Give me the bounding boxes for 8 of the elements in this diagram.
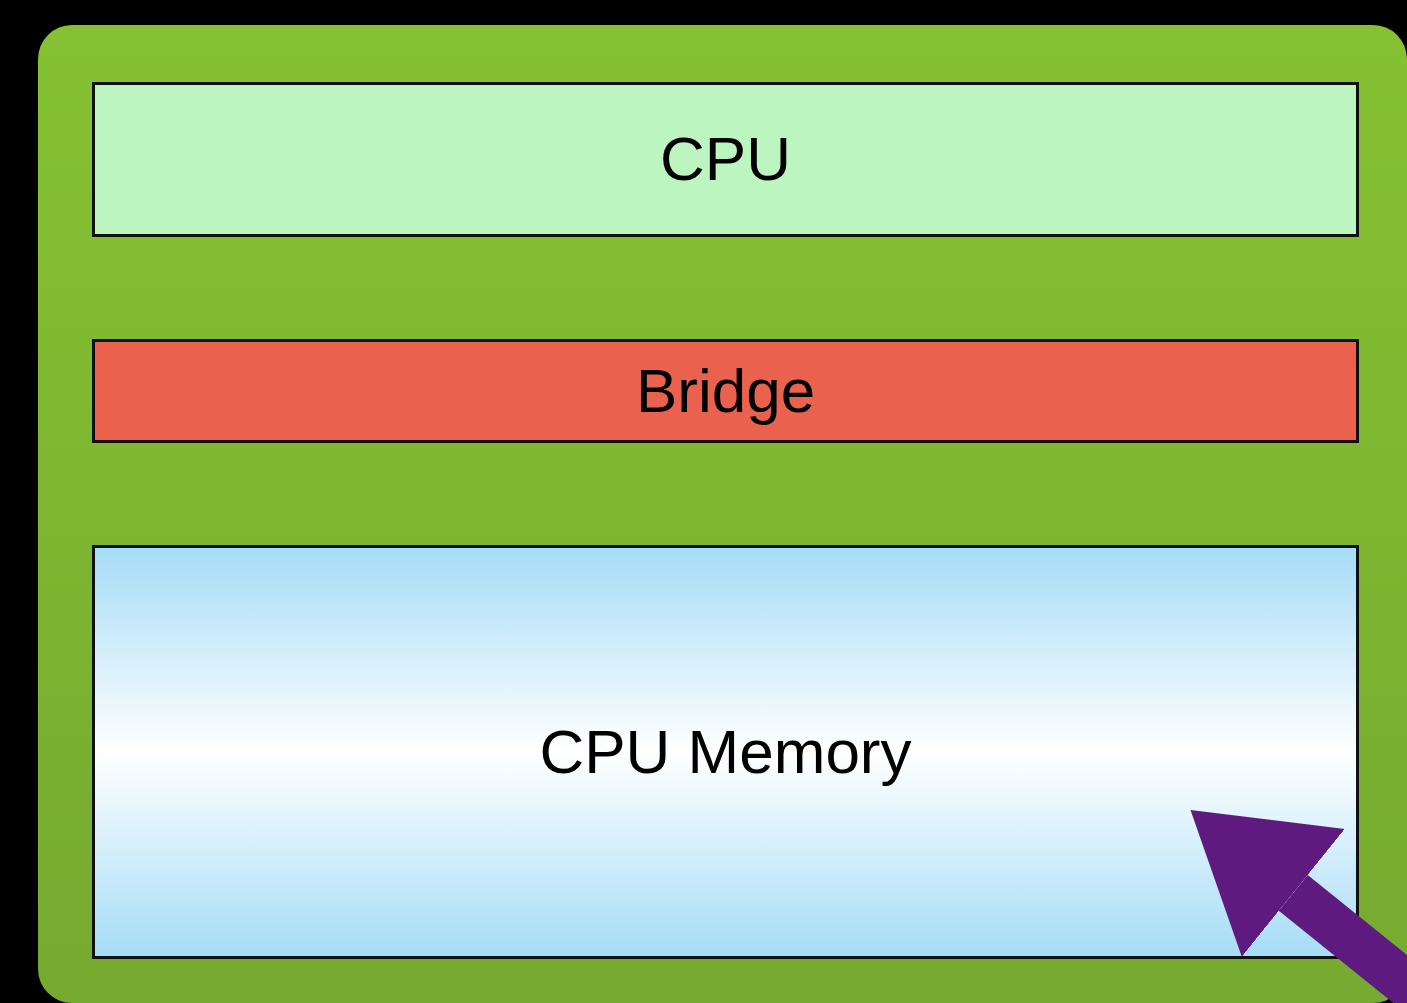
memory-box [92,545,1359,959]
box-label: CPU [660,125,791,194]
box-label: CPU Memory [539,717,912,787]
panel-background [38,25,1407,1003]
cpu-box [92,82,1359,237]
arrow [1190,809,1407,1003]
bridge-box [92,339,1359,443]
box-label: Bridge [635,356,816,426]
